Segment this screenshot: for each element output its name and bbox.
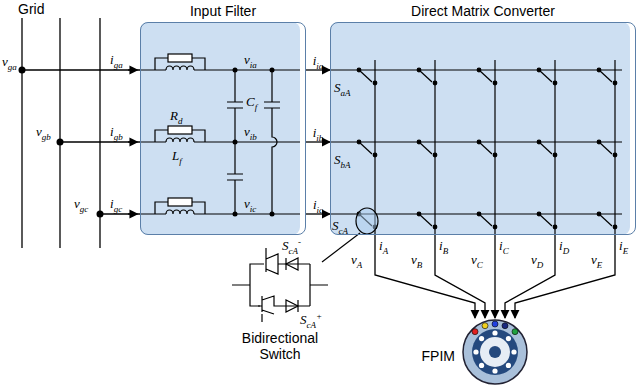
switch-highlight bbox=[356, 208, 378, 234]
signal-label: ScA bbox=[332, 218, 348, 233]
text-label: Grid bbox=[18, 2, 44, 17]
filter-capacitors bbox=[227, 70, 280, 214]
grid-wires bbox=[22, 18, 140, 248]
current-label: iic bbox=[313, 197, 323, 212]
signal-label: ScA+ bbox=[300, 312, 322, 327]
current-label: iia bbox=[313, 53, 324, 68]
signal-label: SbA bbox=[334, 152, 351, 167]
bidirectional-switch-symbol bbox=[232, 248, 328, 322]
signal-label: Cf bbox=[246, 94, 257, 109]
signal-label: Rd bbox=[170, 108, 182, 123]
motor: FPIM bbox=[461, 318, 529, 386]
signal-label: vgc bbox=[74, 196, 88, 211]
wire-connector bbox=[505, 235, 555, 318]
signal-label: igb bbox=[110, 124, 123, 139]
current-label: iE bbox=[619, 238, 628, 253]
signal-label: Lf bbox=[172, 148, 182, 163]
signal-label: igc bbox=[110, 196, 122, 211]
current-label: iib bbox=[313, 125, 324, 140]
node-title: FPIM bbox=[411, 348, 455, 364]
signal-label: vgb bbox=[36, 124, 51, 139]
text-label: Bidirectional Switch bbox=[226, 330, 334, 362]
wire-connector bbox=[435, 235, 485, 318]
filter-box: Input Filter bbox=[140, 22, 306, 235]
filter-circuit bbox=[140, 54, 300, 214]
signal-label: SaA bbox=[334, 80, 351, 95]
current-label: iB bbox=[439, 238, 448, 253]
signal-label: vD bbox=[531, 252, 543, 267]
current-label: iD bbox=[559, 238, 569, 253]
signal-label: vga bbox=[2, 54, 17, 69]
switch-matrix bbox=[330, 60, 622, 235]
motor-symbol bbox=[461, 318, 529, 386]
current-label: iA bbox=[379, 238, 388, 253]
converter-fill bbox=[330, 22, 630, 235]
signal-label: vib bbox=[244, 124, 257, 139]
signal-label: via bbox=[244, 52, 257, 67]
signal-label: ScA- bbox=[282, 238, 301, 253]
converter-box: Direct Matrix Converter bbox=[330, 22, 636, 235]
node-title: Input Filter bbox=[141, 3, 305, 19]
signal-label: iga bbox=[110, 52, 123, 67]
node-title: Direct Matrix Converter bbox=[331, 3, 635, 19]
grid-dots bbox=[19, 67, 104, 218]
signal-label: vE bbox=[591, 252, 602, 267]
junction-dots bbox=[233, 68, 275, 217]
signal-label: vC bbox=[471, 252, 483, 267]
signal-label: vA bbox=[351, 252, 362, 267]
filter-fill bbox=[140, 22, 300, 235]
wire-connector bbox=[494, 235, 495, 318]
wire-connector bbox=[375, 235, 475, 318]
current-label: iC bbox=[499, 238, 509, 253]
signal-label: vB bbox=[411, 252, 422, 267]
signal-label: vic bbox=[244, 196, 256, 211]
wire-connector bbox=[515, 235, 615, 318]
